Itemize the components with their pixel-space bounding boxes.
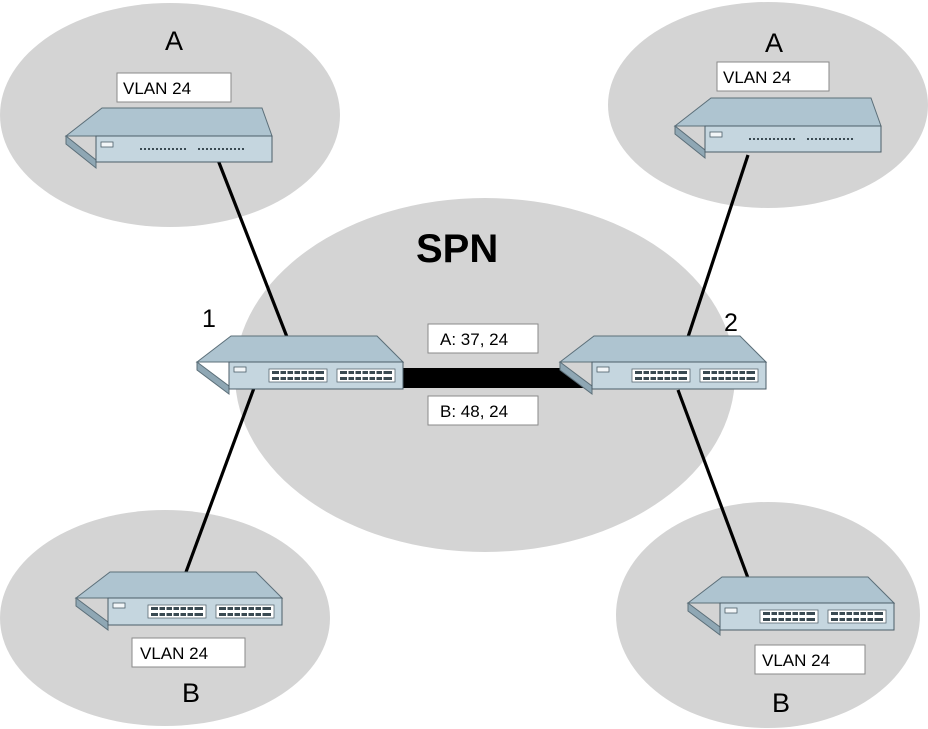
trunk-label-b: B: 48, 24 <box>427 395 539 426</box>
trunk-link <box>395 368 590 388</box>
site-letter-bottom-left: B <box>182 678 200 708</box>
link-bottom-right <box>676 389 750 579</box>
switch-top-left <box>65 107 273 169</box>
switch-1 <box>196 335 404 395</box>
vlan-label-top-right: VLAN 24 <box>716 61 830 92</box>
vlan-text-top-right: VLAN 24 <box>723 68 791 87</box>
switch-top-right <box>674 97 882 159</box>
trunk-label-a-text: A: 37, 24 <box>440 330 508 349</box>
vlan-text-top-left: VLAN 24 <box>123 79 191 98</box>
spn-title: SPN <box>416 227 498 271</box>
switch-2-number: 2 <box>724 309 738 337</box>
link-bottom-left <box>184 387 256 573</box>
vlan-label-bottom-left: VLAN 24 <box>131 637 246 668</box>
link-top-left <box>216 159 289 338</box>
link-top-right <box>686 154 750 338</box>
site-letter-bottom-right: B <box>772 688 790 718</box>
trunk-label-a: A: 37, 24 <box>427 323 539 354</box>
trunk-label-b-text: B: 48, 24 <box>440 402 508 421</box>
vlan-label-bottom-right: VLAN 24 <box>754 644 866 675</box>
vlan-text-bottom-left: VLAN 24 <box>140 644 208 663</box>
site-letter-top-left: A <box>165 26 183 56</box>
site-letter-top-right: A <box>765 28 783 58</box>
vlan-label-top-left: VLAN 24 <box>116 72 232 103</box>
vlan-text-bottom-right: VLAN 24 <box>762 651 830 670</box>
switch-1-number: 1 <box>202 305 216 333</box>
